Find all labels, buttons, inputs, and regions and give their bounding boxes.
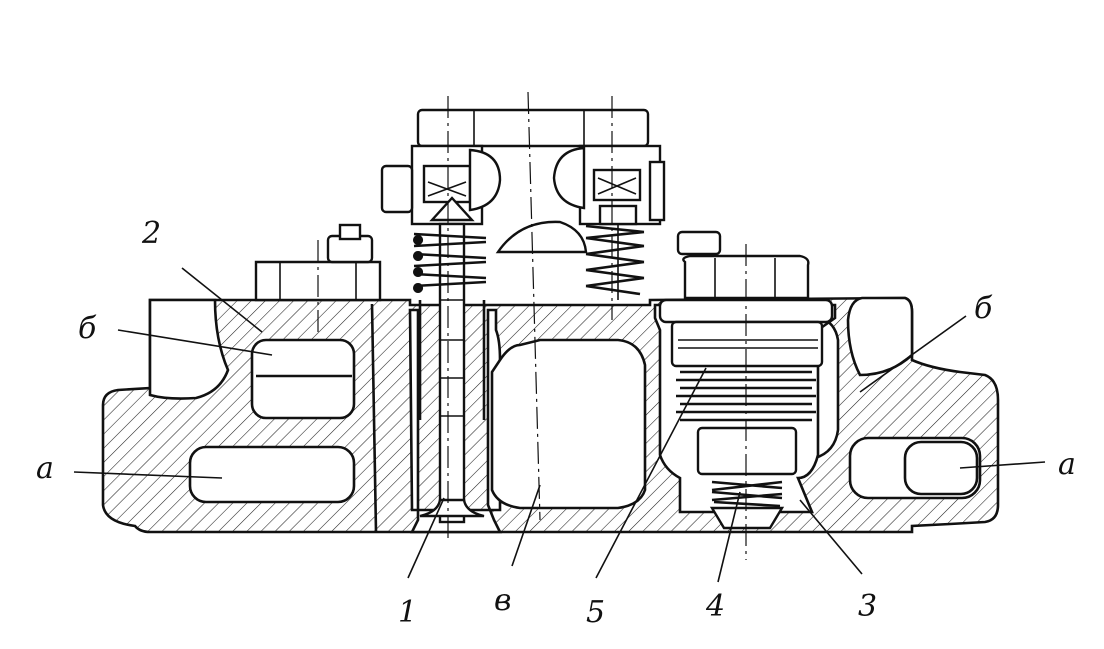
left-adjust-nut (422, 164, 472, 204)
label-4: 4 (705, 589, 725, 624)
right-spring (585, 224, 645, 296)
right-adjust-nut-cross (597, 177, 637, 195)
valve-spring-left (413, 232, 487, 288)
label-1: 1 (398, 595, 417, 630)
valve-head (419, 498, 485, 518)
leader-b-left (117, 329, 273, 356)
center-axis (527, 91, 541, 521)
label-v: в (494, 583, 511, 618)
leader-3 (799, 499, 863, 575)
rocker-bridge (416, 108, 650, 148)
leader-a-right (959, 461, 1046, 469)
label-a-left: а (36, 451, 54, 486)
leader-4 (717, 491, 741, 583)
left-section-divider (370, 303, 378, 533)
injector-nozzle-tip (709, 506, 785, 530)
leader-a-left (73, 471, 223, 479)
left-water-jacket-b (250, 338, 356, 420)
leader-2 (181, 267, 263, 333)
right-stud-nut (676, 230, 722, 256)
valve-spring-left-coils (413, 235, 424, 293)
leader-v (511, 484, 541, 567)
left-stud (338, 223, 362, 241)
label-a-right: а (1058, 447, 1076, 482)
label-2: 2 (141, 216, 161, 251)
leader-5 (595, 367, 707, 579)
injector-body (670, 320, 824, 368)
right-adjust-nut (592, 168, 642, 202)
right-outer-notch (846, 296, 914, 377)
label-b-right: б (974, 291, 993, 326)
injector-lower-body (696, 426, 798, 476)
valve-cotter (429, 196, 475, 222)
bridge-pad (495, 220, 588, 254)
right-spring-seat (598, 204, 638, 226)
valve-stem (438, 222, 466, 524)
central-chamber-v (490, 338, 647, 510)
left-side-clip (380, 164, 414, 214)
left-roller (468, 148, 502, 212)
lower-spring (711, 480, 783, 508)
leader-1 (407, 497, 445, 579)
label-3: 3 (858, 589, 877, 624)
right-channel-a-inner (903, 440, 979, 496)
left-adjust-nut-cross (427, 181, 467, 197)
label-5: 5 (586, 595, 605, 630)
left-outer-notch (148, 298, 230, 400)
right-side-clip (648, 160, 666, 222)
label-b-left: б (78, 311, 97, 346)
leader-b-right (859, 315, 967, 393)
right-roller (552, 146, 586, 210)
left-channel-a (188, 445, 356, 504)
